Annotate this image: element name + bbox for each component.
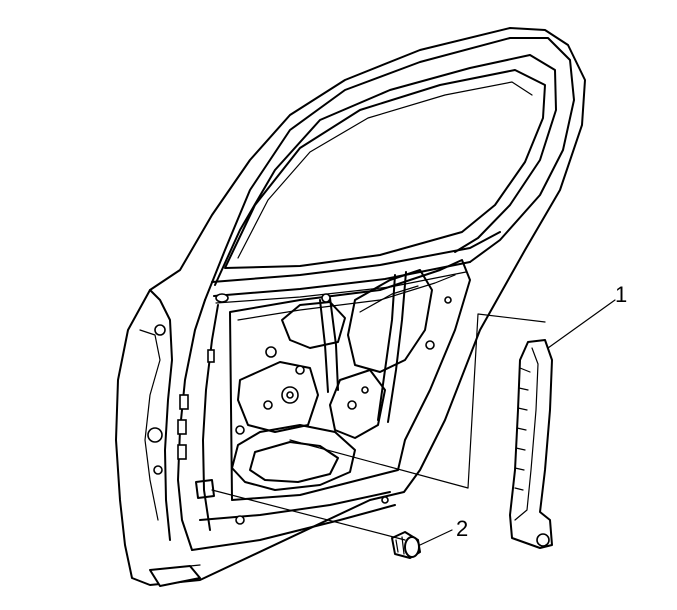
callout-2-label: 2	[456, 516, 468, 541]
door-seal-component-1	[509, 339, 553, 549]
callout-2: 2	[419, 516, 468, 546]
rear-door-panel	[115, 27, 586, 587]
callout-1: 1	[547, 282, 627, 349]
callout-1-label: 1	[615, 282, 627, 307]
bolt-leader	[211, 489, 406, 541]
bolt-component-2	[391, 531, 421, 559]
extension-leader	[289, 313, 546, 489]
